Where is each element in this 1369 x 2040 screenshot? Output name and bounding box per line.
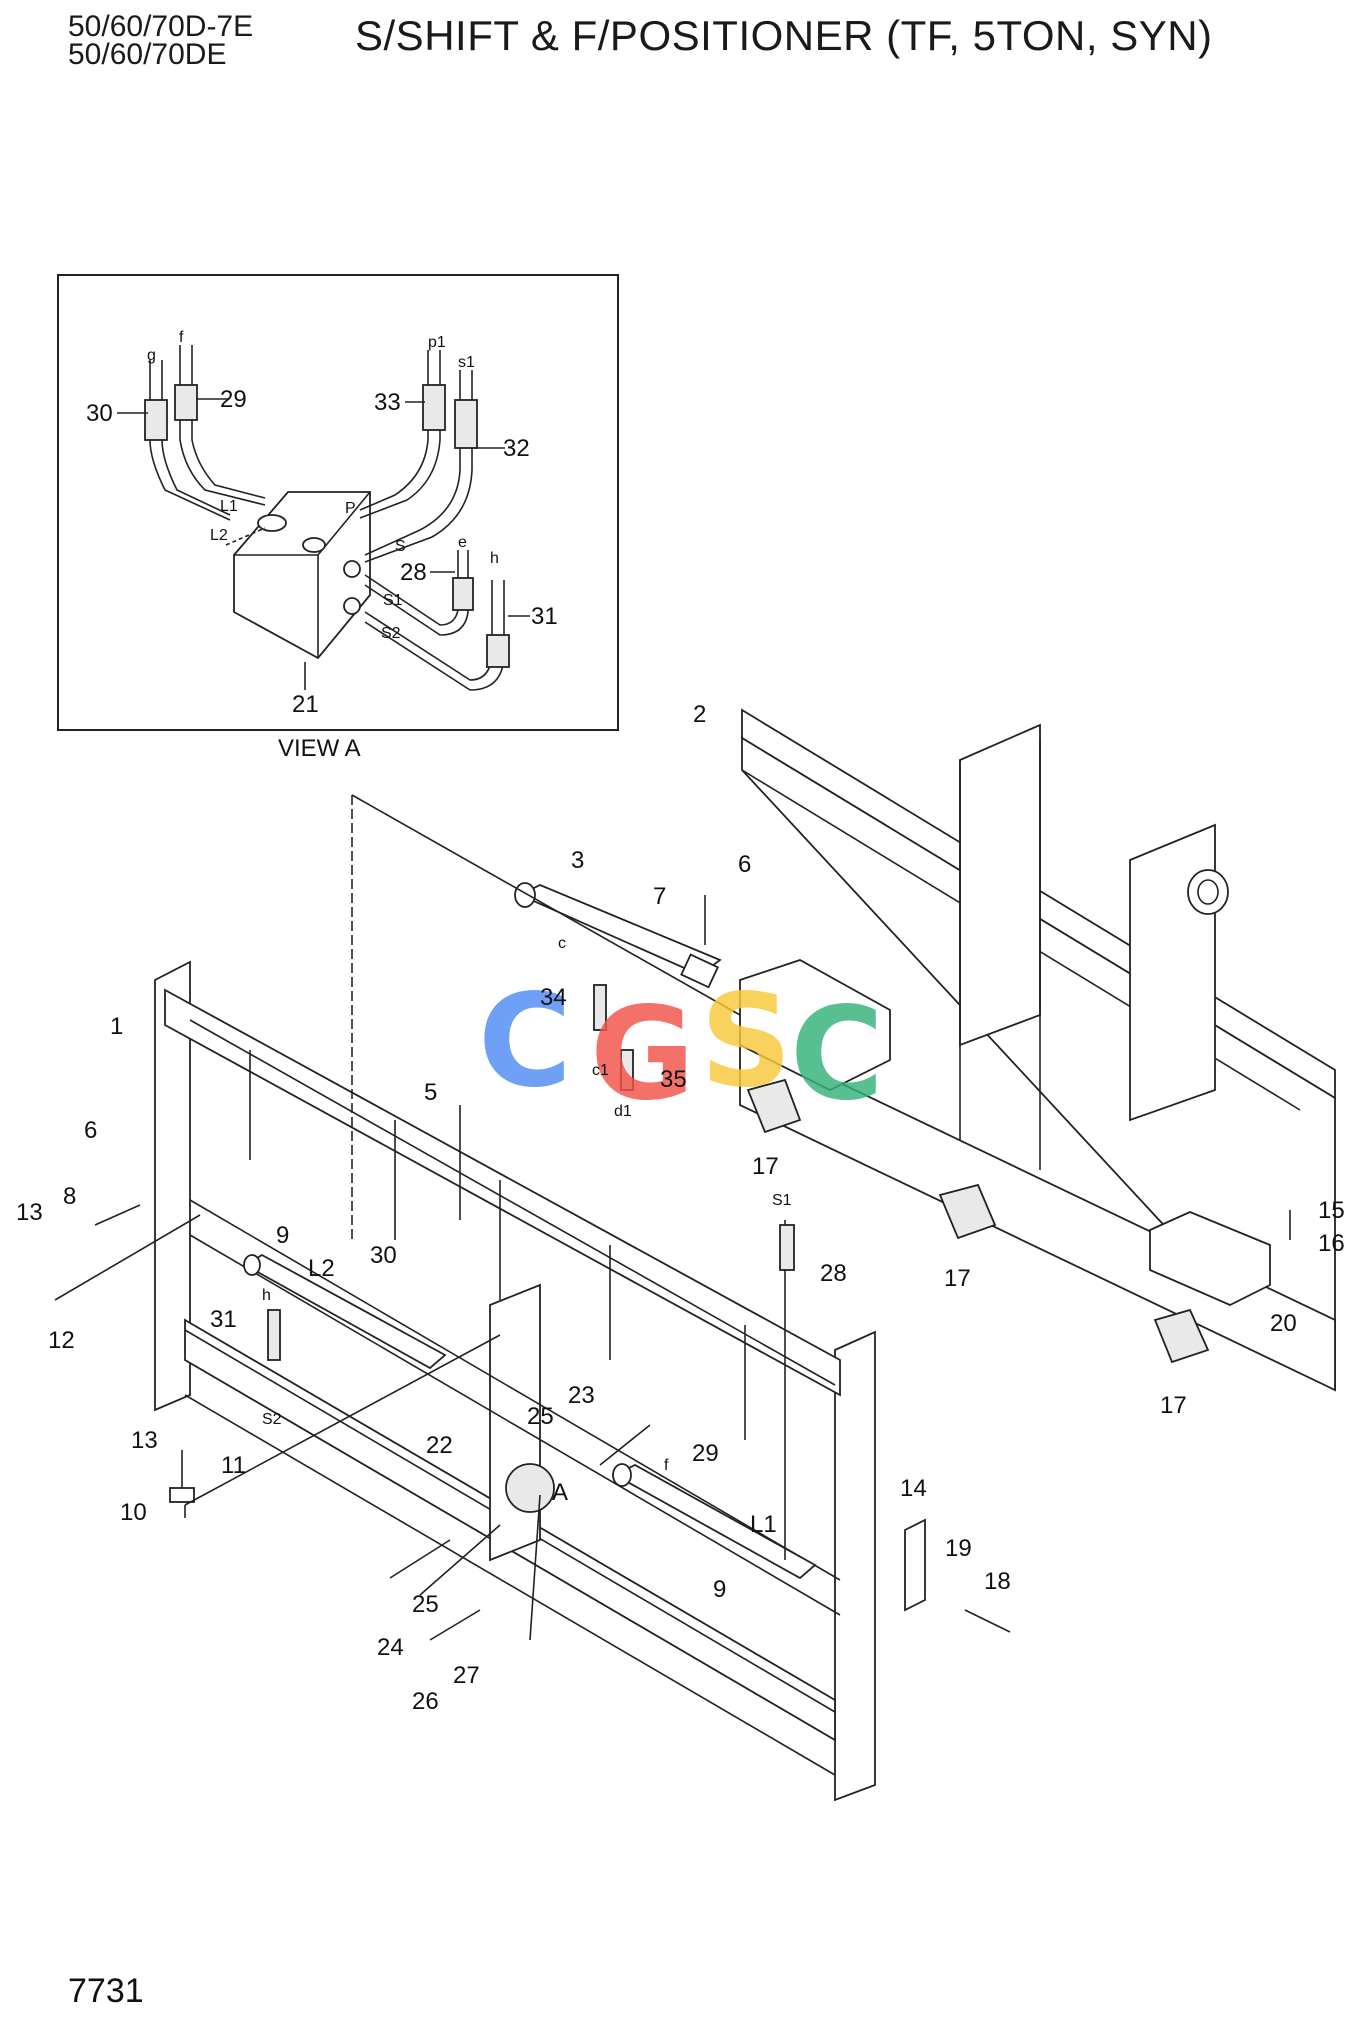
inset-frame [57, 274, 619, 731]
part-label-35: 35 [660, 1066, 687, 1093]
inset-port-P: P [345, 500, 356, 517]
inset-port-S: S [395, 538, 406, 555]
inset-port-S2: S2 [381, 625, 401, 642]
page-title: S/SHIFT & F/POSITIONER (TF, 5TON, SYN) [355, 12, 1213, 59]
part-label-27: 27 [453, 1662, 480, 1689]
part-label-15: 15 [1318, 1197, 1345, 1224]
part-label-2: 2 [693, 701, 706, 728]
inset-port-s1: s1 [458, 354, 475, 371]
part-label-13a: 13 [16, 1199, 43, 1226]
inset-port-p1: p1 [428, 334, 446, 351]
model-line-2: 50/60/70DE [68, 38, 227, 71]
part-label-28: 28 [820, 1260, 847, 1287]
inset-label-32: 32 [503, 435, 530, 462]
part-label-8: 8 [63, 1183, 76, 1210]
inset-port-g: g [147, 347, 156, 364]
port-c: c [558, 935, 566, 952]
model-line-1: 50/60/70D-7E [68, 10, 254, 43]
part-label-29: 29 [692, 1440, 719, 1467]
part-label-14: 14 [900, 1475, 927, 1502]
part-label-6a: 6 [84, 1117, 97, 1144]
part-label-31: 31 [210, 1306, 237, 1333]
inset-port-L1: L1 [220, 498, 238, 515]
part-label-26: 26 [412, 1688, 439, 1715]
inset-port-f: f [179, 329, 184, 346]
watermark-letter-1: C [478, 967, 572, 1116]
view-a-marker: A [552, 1479, 568, 1506]
main-drawing [54, 708, 1336, 1802]
part-label-19: 19 [945, 1535, 972, 1562]
part-label-10: 10 [120, 1499, 147, 1526]
watermark-letter-4: C [790, 980, 884, 1129]
part-label-9a: 9 [276, 1222, 289, 1249]
part-label-16: 16 [1318, 1230, 1345, 1257]
part-label-25b: 25 [412, 1591, 439, 1618]
port-S1: S1 [772, 1192, 792, 1209]
inset-port-L2: L2 [210, 527, 228, 544]
port-h: h [262, 1287, 271, 1304]
inset-label-29: 29 [220, 386, 247, 413]
port-S2: S2 [262, 1411, 282, 1428]
part-label-17a: 17 [752, 1153, 779, 1180]
inset-label-21: 21 [292, 691, 319, 718]
watermark-letter-3: S [700, 967, 792, 1116]
part-label-6b: 6 [738, 851, 751, 878]
inset-label-31: 31 [531, 603, 558, 630]
part-label-17b: 17 [944, 1265, 971, 1292]
part-label-9b: 9 [713, 1576, 726, 1603]
part-label-7: 7 [653, 883, 666, 910]
page-number: 7731 [68, 1972, 144, 2010]
part-label-20: 20 [1270, 1310, 1297, 1337]
part-label-23: 23 [568, 1382, 595, 1409]
inset-drawing [117, 345, 530, 691]
inset-port-S1: S1 [383, 592, 403, 609]
part-label-34: 34 [540, 984, 567, 1011]
inset-caption: VIEW A [278, 735, 361, 762]
part-label-5: 5 [424, 1079, 437, 1106]
part-label-3: 3 [571, 847, 584, 874]
part-label-30: 30 [370, 1242, 397, 1269]
inset-port-e: e [458, 534, 467, 551]
part-label-12: 12 [48, 1327, 75, 1354]
part-label-22: 22 [426, 1432, 453, 1459]
inset-label-30: 30 [86, 400, 113, 427]
part-label-25a: 25 [527, 1403, 554, 1430]
port-L1: L1 [750, 1511, 777, 1538]
watermark-letter-2: G [590, 980, 695, 1129]
part-label-24: 24 [377, 1634, 404, 1661]
part-label-1: 1 [110, 1013, 123, 1040]
inset-label-33: 33 [374, 389, 401, 416]
watermark: C G S C [478, 967, 884, 1129]
part-label-18: 18 [984, 1568, 1011, 1595]
part-label-17c: 17 [1160, 1392, 1187, 1419]
port-d1: d1 [614, 1103, 632, 1120]
port-L2: L2 [308, 1255, 335, 1282]
inset-port-h: h [490, 550, 499, 567]
part-label-11: 11 [221, 1452, 246, 1479]
port-c1: c1 [592, 1062, 609, 1079]
part-label-13b: 13 [131, 1427, 158, 1454]
inset-label-28: 28 [400, 559, 427, 586]
port-f: f [664, 1457, 669, 1474]
